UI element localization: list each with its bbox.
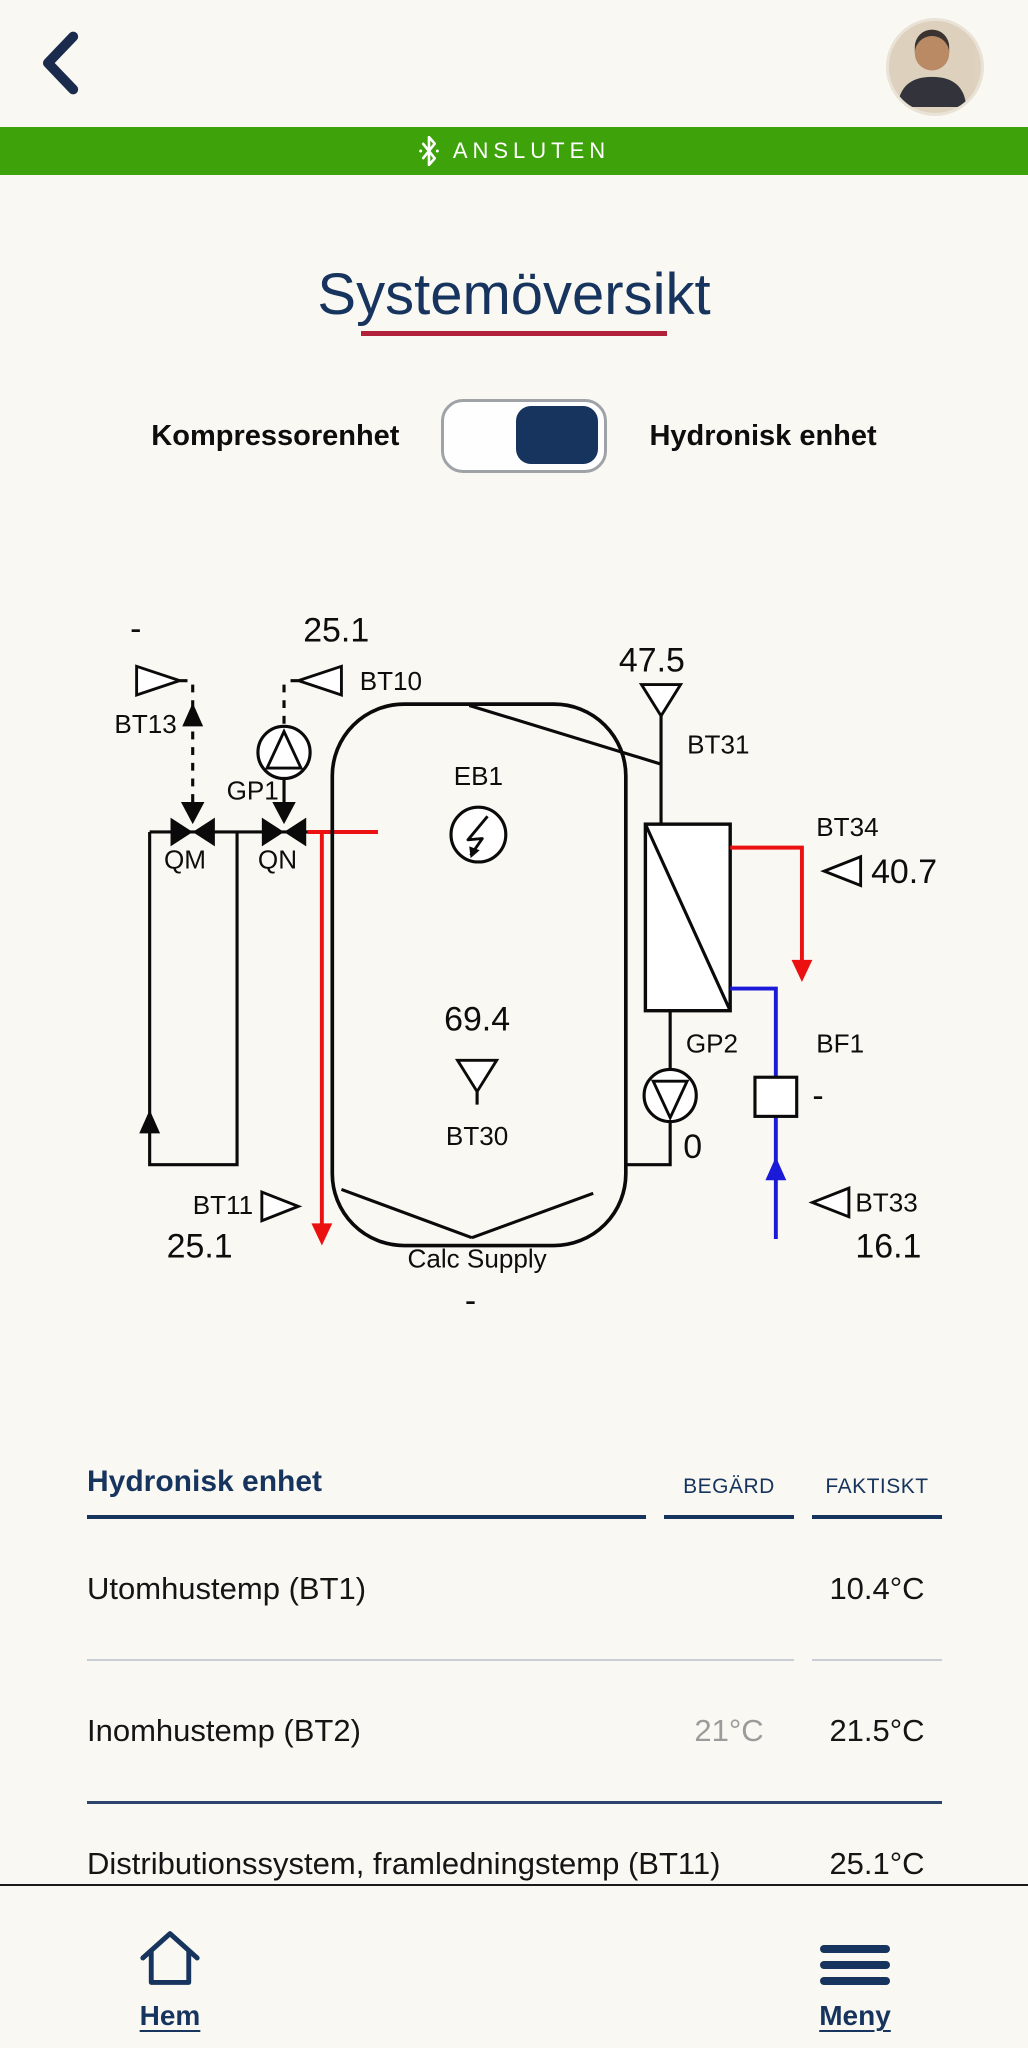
toggle-left-label: Kompressorenhet [151, 419, 400, 452]
svg-text:69.4: 69.4 [444, 1000, 510, 1038]
sensor-bt13: - BT13 [114, 610, 204, 816]
column-header-actual: FAKTISKT [812, 1457, 942, 1519]
sensor-bt11: BT11 25.1 [167, 1189, 303, 1265]
svg-text:16.1: 16.1 [855, 1227, 921, 1265]
svg-text:QN: QN [258, 845, 297, 875]
svg-text:47.5: 47.5 [619, 642, 685, 680]
row-actual: 25.1°C [829, 1846, 925, 1881]
nav-home-label: Hem [139, 2000, 201, 2031]
pump-gp1: GP1 [227, 724, 312, 819]
svg-text:Calc Supply: Calc Supply [408, 1244, 547, 1274]
heat-exchanger [643, 822, 732, 1013]
svg-text:BT10: BT10 [360, 666, 422, 696]
svg-text:BT31: BT31 [687, 730, 749, 760]
nav-home[interactable]: Hem [100, 1914, 240, 2032]
table-header: Hydronisk enhet BEGÄRD FAKTISKT [87, 1447, 942, 1519]
avatar-photo[interactable] [886, 18, 984, 116]
sensor-bt33: BT33 16.1 [808, 1186, 921, 1265]
person-icon [889, 21, 975, 112]
toggle-right-label: Hydronisk enhet [649, 419, 877, 452]
table-row: Inomhustemp (BT2) 21°C 21.5°C [87, 1661, 942, 1801]
svg-text:25.1: 25.1 [303, 612, 369, 650]
svg-text:BT30: BT30 [446, 1121, 508, 1151]
valve-qm: QM [164, 801, 215, 875]
row-divider [87, 1659, 942, 1661]
connection-status-banner: ANSLUTEN [0, 127, 1028, 175]
svg-text:BT13: BT13 [114, 709, 176, 739]
heater-eb1: EB1 [449, 761, 508, 864]
nav-menu[interactable]: Meny [785, 1914, 925, 2032]
bluetooth-icon [418, 136, 439, 166]
table-row: Utomhustemp (BT1) 10.4°C [87, 1519, 942, 1659]
row-divider-dark [87, 1801, 942, 1804]
row-actual: 21.5°C [829, 1713, 925, 1748]
back-chevron-icon [42, 31, 79, 95]
sensor-bt30: 69.4 BT30 [444, 1000, 510, 1151]
valve-qn: QN [258, 801, 307, 875]
row-actual: 10.4°C [829, 1571, 925, 1606]
nav-menu-label: Meny [819, 2000, 891, 2031]
pipe-red-return [311, 831, 333, 1246]
back-button[interactable] [34, 30, 86, 96]
flow-meter-bf1: BF1 - [753, 1028, 864, 1118]
sensor-bt31: 47.5 BT31 [619, 642, 750, 760]
row-requested [664, 1561, 794, 1617]
system-diagram: - BT13 25.1 BT10 GP1 [104, 580, 965, 1324]
unit-toggle-row: Kompressorenhet Hydronisk enhet [0, 398, 1028, 474]
system-diagram-svg: - BT13 25.1 BT10 GP1 [114, 610, 937, 1320]
row-label: Inomhustemp (BT2) [87, 1713, 361, 1748]
tank [330, 702, 662, 1248]
svg-text:BT33: BT33 [855, 1188, 917, 1218]
calc-supply: Calc Supply - [408, 1244, 547, 1320]
connection-status-label: ANSLUTEN [452, 138, 611, 163]
row-label: Distributionssystem, framledningstemp (B… [87, 1846, 721, 1881]
row-label: Utomhustemp (BT1) [87, 1571, 367, 1606]
svg-text:GP2: GP2 [686, 1028, 738, 1058]
sensor-bt10: 25.1 BT10 [282, 612, 422, 724]
svg-text:40.7: 40.7 [871, 853, 937, 891]
sensor-bt34: BT34 40.7 [816, 812, 937, 891]
title-accent-rule [361, 331, 667, 336]
svg-text:BT11: BT11 [193, 1190, 253, 1220]
menu-icon [820, 1945, 890, 1985]
svg-text:25.1: 25.1 [167, 1227, 233, 1265]
svg-text:-: - [130, 610, 141, 648]
hydronic-table: Hydronisk enhet BEGÄRD FAKTISKT Utomhust… [87, 1447, 942, 1884]
home-icon [140, 1931, 200, 1985]
page-title: Systemöversikt [317, 261, 711, 327]
bottom-nav: Hem Meny [0, 1884, 1028, 2048]
svg-text:GP1: GP1 [227, 775, 279, 805]
toggle-knob [516, 406, 599, 464]
table-row: Distributionssystem, framledningstemp (B… [87, 1804, 942, 1884]
table-title: Hydronisk enhet [87, 1447, 646, 1519]
svg-text:EB1: EB1 [454, 761, 503, 791]
svg-text:-: - [812, 1077, 823, 1115]
top-bar [0, 0, 1028, 127]
row-requested: 21°C [694, 1713, 764, 1748]
pipe-blue-out [730, 986, 787, 1239]
pipe-red-out [730, 845, 813, 983]
svg-text:0: 0 [683, 1128, 702, 1166]
svg-text:BF1: BF1 [816, 1028, 864, 1058]
column-header-requested: BEGÄRD [664, 1457, 794, 1519]
svg-text:BT34: BT34 [816, 812, 878, 842]
pump-gp2: GP2 0 [625, 1010, 738, 1167]
svg-text:QM: QM [164, 845, 206, 875]
svg-text:-: - [465, 1282, 476, 1320]
unit-toggle-switch[interactable] [441, 399, 608, 473]
pipe-left-loop [139, 831, 239, 1167]
